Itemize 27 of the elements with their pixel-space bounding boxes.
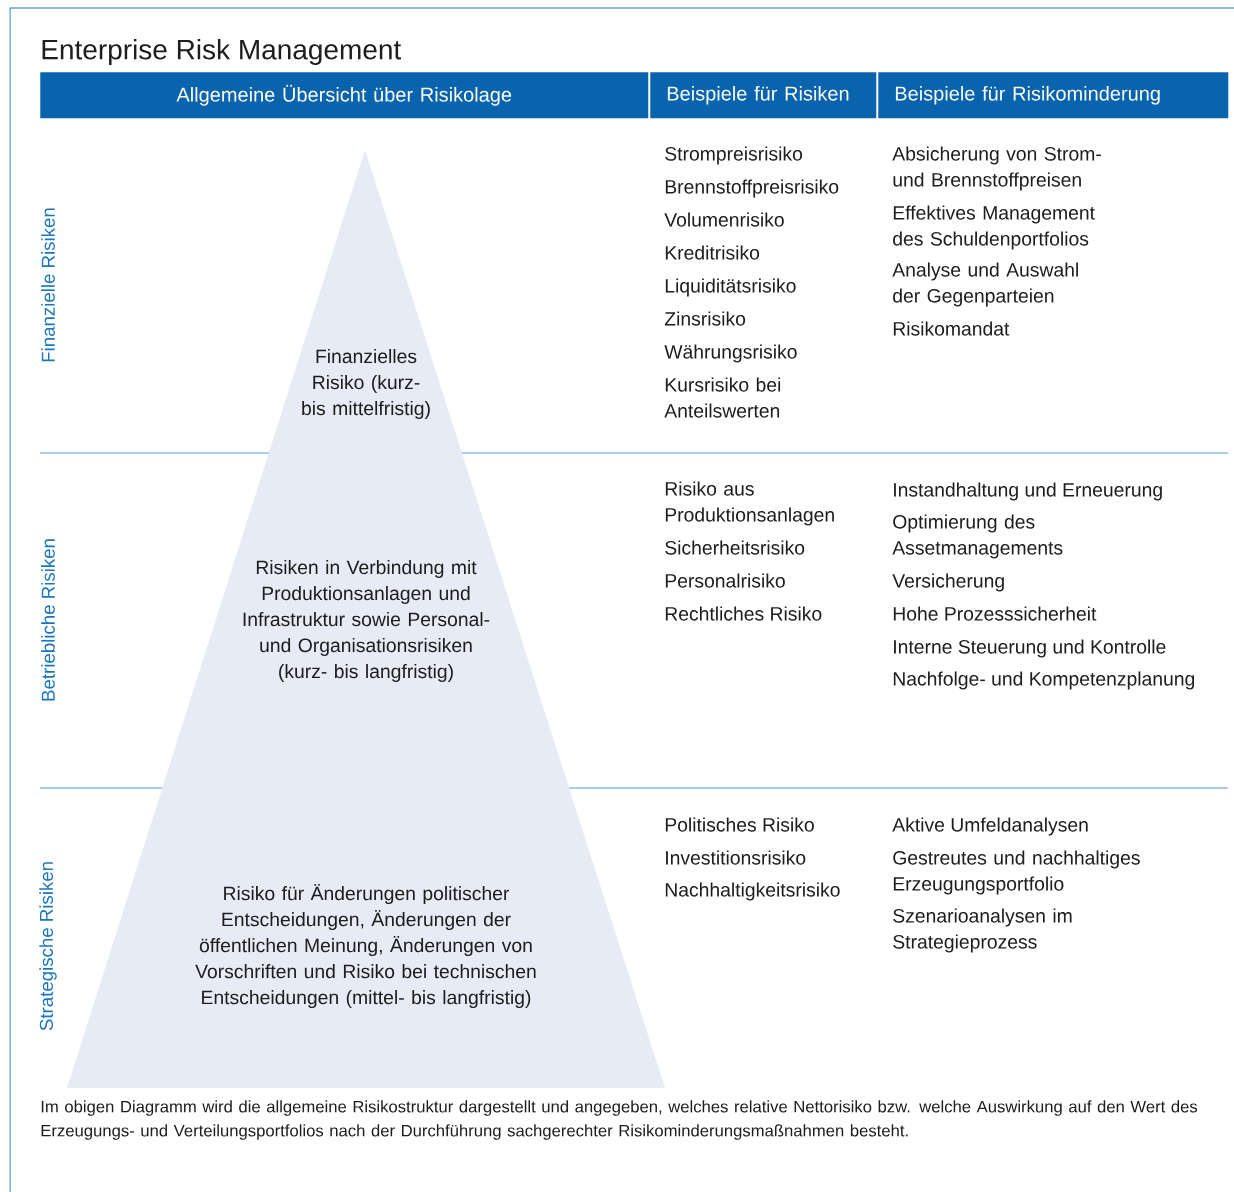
caption: Im obigen Diagramm wird die allgemeine Risikostruktur dargestellt und angegeben, welches relative Nettorisiko bzw. welche Auswirkung auf den Wert des Erzeugungs- und Verteilungsportfolios nach der Durchführung sachgerechter Risikominderungsmaßnahmen besteht. bbox=[41, 1100, 1198, 1140]
list-item: Strompreisrisiko bbox=[665, 146, 803, 165]
list-item: Sicherheitsrisiko bbox=[665, 540, 805, 555]
pyramid: Finanzielles Risiko (kurz- bis mittelfristig) Risiken in Verbindung mit Produktionsanlagen und Infrastruktur sowie Personal- und Organisationsrisiken (kurz- bis langfristig) Risiko für Änderungen politischer Entscheidungen, Änderungen der öffentlichen Meinung, Änderungen von Vorschriften und Risiko bei technischen Entscheidungen (mittel- bis langfristig) bbox=[67, 150, 665, 1088]
list-item: Risikomandat bbox=[893, 321, 1010, 336]
list-item: Kursrisiko bei Anteilswerten bbox=[664, 377, 781, 418]
list-item: Aktive Umfeldanalysen bbox=[892, 817, 1088, 836]
list-item: Versicherung bbox=[892, 573, 1004, 592]
list-item: Optimierung des Assetmanagements bbox=[892, 514, 1063, 559]
list-item: Währungsrisiko bbox=[664, 344, 797, 363]
list-item: Interne Steuerung und Kontrolle bbox=[894, 639, 1166, 658]
header-cell: Beispiele für Risikominderung bbox=[878, 72, 1229, 119]
node-label: Beispiele für Risikominderung bbox=[895, 85, 1160, 105]
list-item: Instandhaltung und Erneuerung bbox=[894, 482, 1162, 501]
header-cell: Beispiele für Risiken bbox=[650, 72, 877, 119]
list-item: Zinsrisiko bbox=[664, 311, 746, 326]
list-item: Hohe Prozesssicherheit bbox=[893, 606, 1097, 621]
node-label: Beispiele für Risiken bbox=[667, 85, 849, 105]
list-item: Effektives Management des Schuldenportfolios bbox=[893, 205, 1095, 250]
list-item: Nachfolge- und Kompetenzplanung bbox=[893, 671, 1195, 690]
list-item: Volumenrisiko bbox=[664, 212, 784, 227]
list-item: Szenarioanalysen im Strategieprozess bbox=[893, 908, 1072, 953]
list-item: Analyse und Auswahl der Gegenparteien bbox=[892, 262, 1078, 307]
list-item: Gestreutes und nachhaltiges Erzeugungsportfolio bbox=[893, 850, 1140, 895]
title: Enterprise Risk Management bbox=[42, 38, 402, 66]
list-item: Absicherung von Strom- und Brennstoffpreisen bbox=[892, 146, 1101, 191]
node-label: Allgemeine Übersicht über Risikolage bbox=[176, 84, 512, 106]
